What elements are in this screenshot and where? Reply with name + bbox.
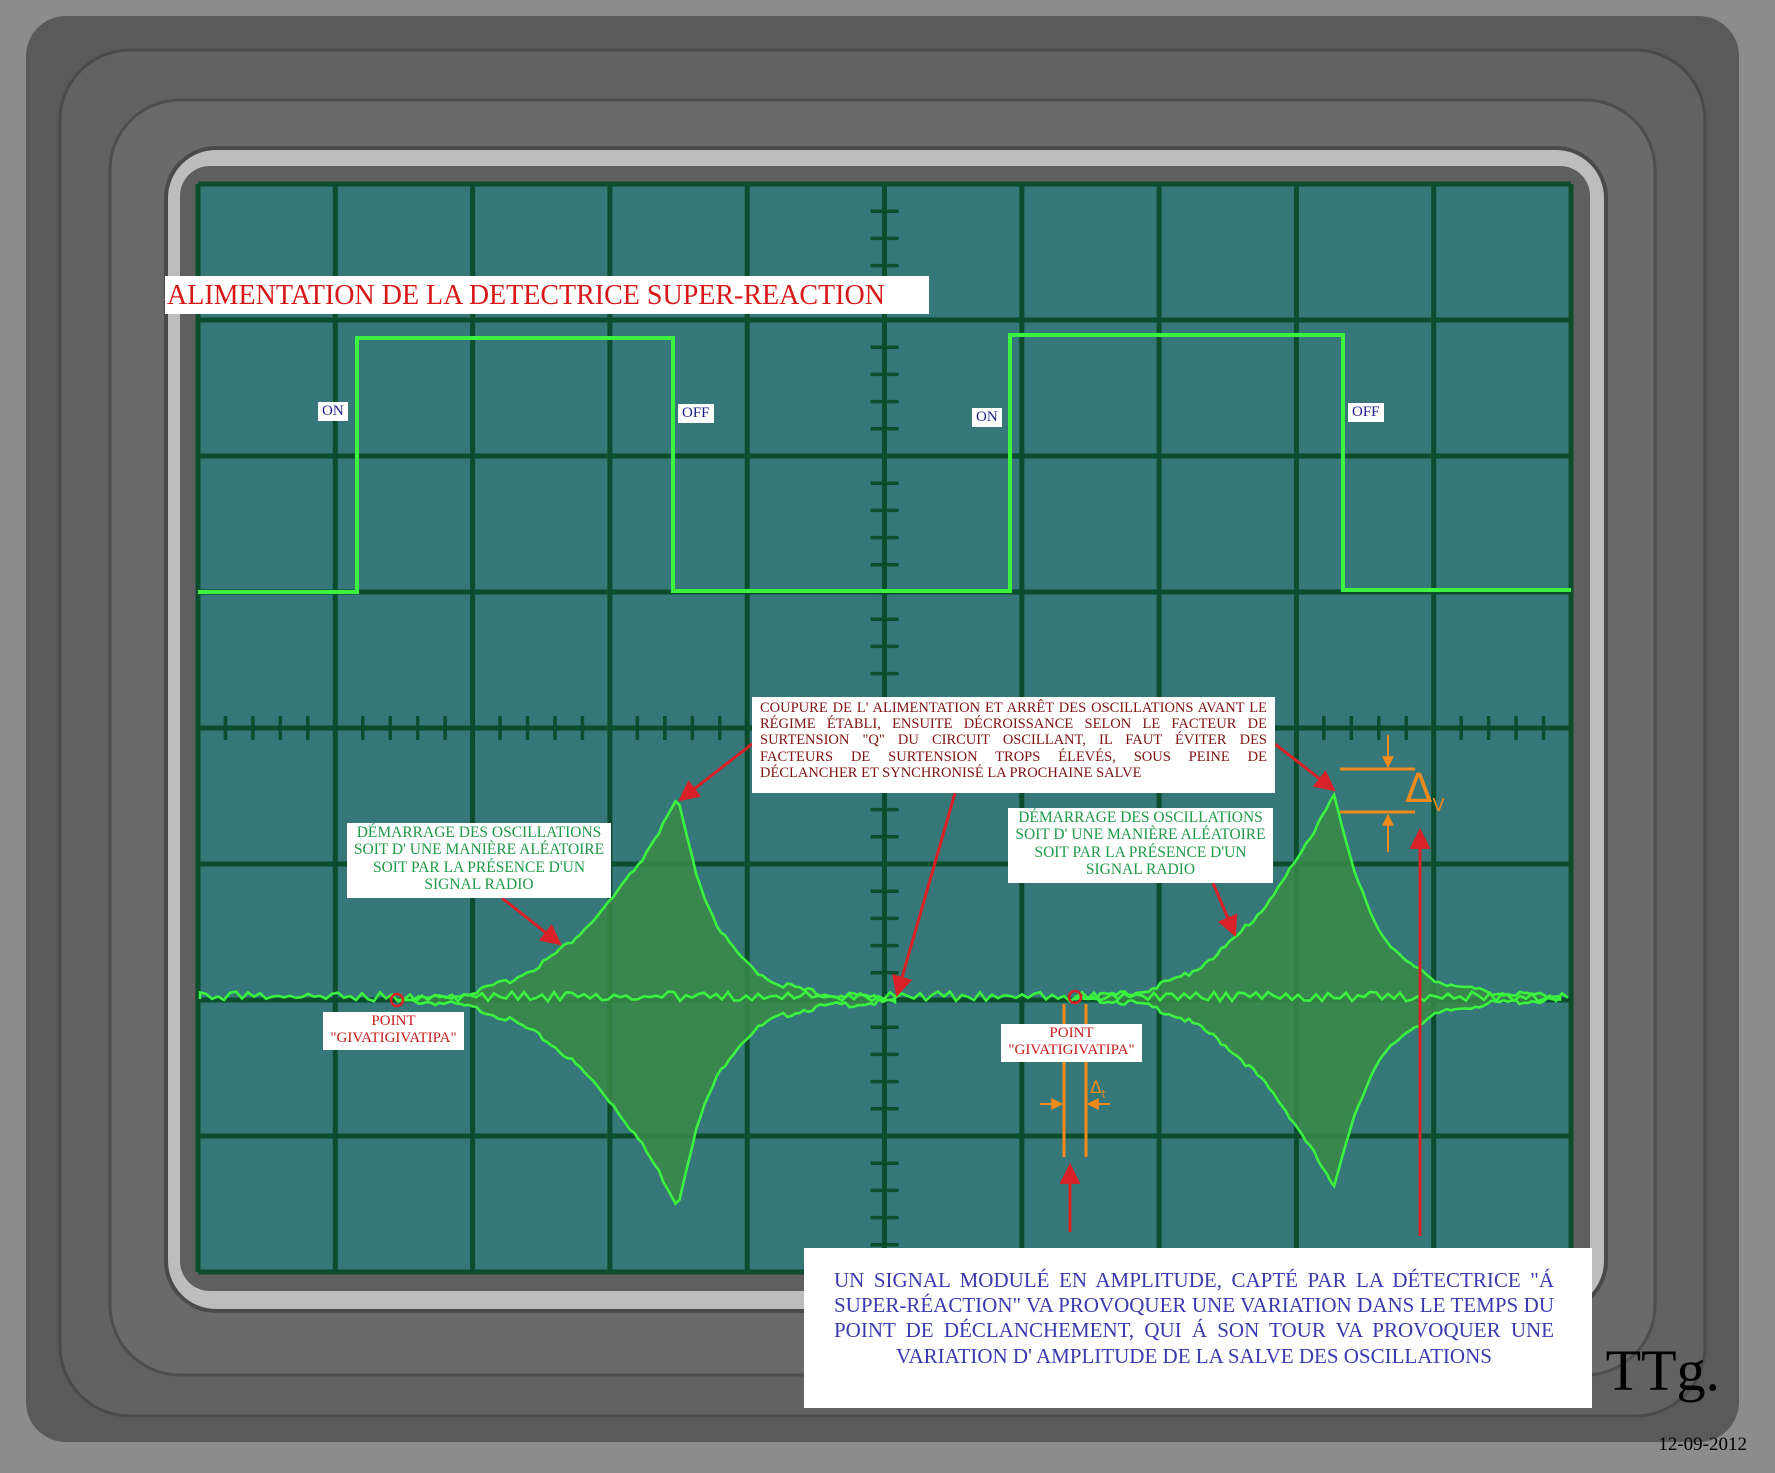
date-stamp: 12-09-2012 <box>1658 1434 1747 1455</box>
arrow-cut-left <box>678 742 753 802</box>
trigger-point-label-right: POINT "GIVATIGIVATIPA" <box>1001 1024 1142 1062</box>
trigger-point-2 <box>1067 989 1083 1005</box>
supply-square-wave <box>198 333 1571 594</box>
diagram-title: ALIMENTATION DE LA DETECTRICE SUPER-REAC… <box>165 276 929 314</box>
cutoff-note: COUPURE DE L' ALIMENTATION ET ARRÊT DES … <box>752 697 1275 793</box>
label-off-2: OFF <box>1348 403 1384 422</box>
label-off-1: OFF <box>678 404 714 423</box>
label-on-1: ON <box>318 402 348 421</box>
arrow-cut-right <box>1274 742 1336 792</box>
delta-t-label: Δt <box>1090 1078 1106 1101</box>
bottom-note: UN SIGNAL MODULÉ EN AMPLITUDE, CAPTÉ PAR… <box>804 1248 1592 1408</box>
oscillation-burst-1 <box>396 799 897 1206</box>
trigger-point-label-left: POINT "GIVATIGIVATIPA" <box>323 1012 464 1050</box>
arrow-start-right <box>1211 882 1238 937</box>
arrow-start-left <box>501 896 562 946</box>
arrow-cut-center <box>892 792 957 998</box>
label-on-2: ON <box>972 408 1002 427</box>
oscillation-burst-2 <box>1074 791 1562 1190</box>
signature: TTg. <box>1605 1338 1720 1403</box>
trigger-point-1 <box>389 992 405 1008</box>
noise-baseline <box>198 989 1569 1004</box>
start-note-left: DÉMARRAGE DES OSCILLATIONS SOIT D' UNE M… <box>347 823 611 898</box>
delta-v-label: ΔV <box>1405 766 1445 816</box>
start-note-right: DÉMARRAGE DES OSCILLATIONS SOIT D' UNE M… <box>1008 808 1273 883</box>
